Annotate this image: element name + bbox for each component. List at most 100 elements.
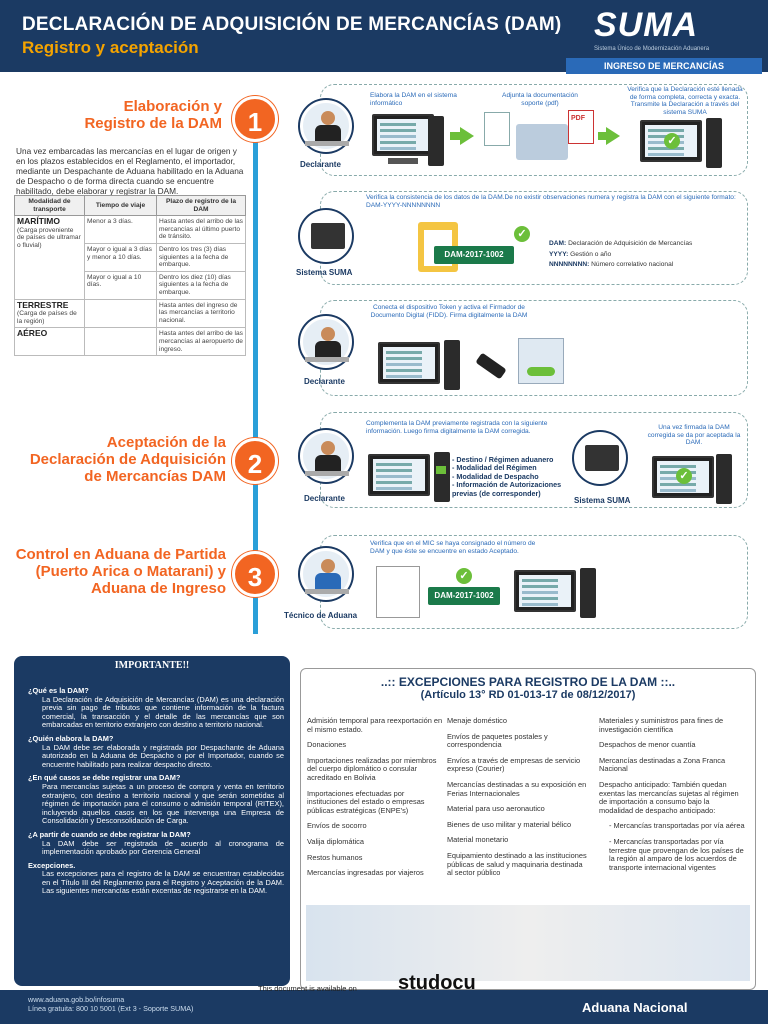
step3-number: 3 [232,551,278,597]
dam-number-tag: DAM-2017-1002 [428,587,500,605]
computer-icon [372,114,434,156]
arrow-right-icon [598,132,608,140]
faq-question: ¿En qué casos se debe registrar una DAM? [28,773,181,783]
computer-icon [640,120,702,162]
faq-question: ¿Quién elabora la DAM? [28,733,114,743]
footer-phone: Línea gratuita: 800 10 5001 (Ext 3 - Sop… [28,1004,194,1013]
mode-desc: (Carga proveniente de países de ultramar… [17,226,81,249]
table-cell [84,327,157,357]
important-box: IMPORTANTE!! ¿Qué es la DAM? La Declarac… [14,656,290,986]
legend-value: Número correlativo nacional [591,261,674,269]
table-cell: Mayor o igual a 10 días. [84,270,157,300]
mode-name: TERRESTRE [17,299,69,310]
table-header: Plazo de registro de la DAM [156,194,246,217]
list-item: - Mercancías transportadas por vía terre… [609,836,744,872]
pdf-icon: PDF [568,110,594,144]
important-title: IMPORTANTE!! [114,660,190,671]
step2-title-line: Aceptación de la [106,434,226,451]
customs-officer-avatar [300,548,352,600]
table-header: Tiempo de viaje [84,194,157,217]
server-avatar [300,210,352,262]
list-item: - Modalidad de Despacho [452,471,539,481]
suma-logo: SUMA Sistema Único de Modernización Adua… [566,4,762,74]
table-row: Mayor o igual a 3 días y menor a 10 días… [15,242,246,272]
computer-tower-icon [716,454,732,504]
faq-answer: La DAM debe ser registrada de acuerdo al… [42,838,284,857]
legend-key: NNNNNNNN: [549,261,590,269]
check-icon: ✓ [664,133,680,149]
table-header: Modalidad de transporte [14,194,85,217]
step2-title-line: Declaración de Adquisición [29,451,226,468]
exceptions-column-2: Menaje doméstico Envíos de paquetes post… [447,716,587,885]
required-info-list: - Destino / Régimen aduanero - Modalidad… [452,455,572,498]
transport-table: Modalidad de transporte Tiempo de viaje … [14,194,246,357]
legend-value: Gestión o año [570,250,612,258]
declarant-avatar [300,430,352,482]
table-cell: Dentro los tres (3) días siguientes a la… [156,242,246,272]
step1-number: 1 [232,96,278,142]
step3-title: Control en Aduana de Partida (Puerto Ari… [4,546,226,597]
declarant-avatar [300,100,352,152]
customs-officer-label: Técnico de Aduana [284,611,358,620]
check-icon: ✓ [456,568,472,584]
table-cell: Menor a 3 días. [84,215,157,244]
table-cell: Dentro los diez (10) días siguientes a l… [156,270,246,300]
list-item: Admisión temporal para reexportación en … [307,716,443,734]
timeline-line [253,104,258,634]
faq-answer: La Declaración de Adquisición de Mercanc… [42,694,284,730]
step2-title-line: de Mercancías DAM [84,468,226,485]
panel4-text: Complementa la DAM previamente registrad… [366,420,548,435]
check-icon: ✓ [514,226,530,242]
table-row: Mayor o igual a 10 días. Dentro los diez… [15,270,246,300]
exceptions-column-3: Materiales y suministros para fines de i… [599,716,745,879]
panel5-text: Verifica que en el MIC se haya consignad… [370,540,536,555]
step2-number: 2 [232,438,278,484]
step1-title: Elaboración y Registro de la DAM [40,98,222,132]
table-row: TERRESTRE(Carga de países de la región) … [14,298,246,329]
declarant-label: Declarante [300,160,341,169]
list-item: Donaciones [307,740,347,750]
computer-icon [514,570,576,612]
suma-logo-subtext: Sistema Único de Modernización Aduanera [594,46,710,52]
footer: www.aduana.gob.bo/infosuma Línea gratuit… [0,990,768,1024]
pdf-label: PDF [571,115,585,122]
arrow-right-icon [450,132,462,140]
panel4-text2: Una vez firmada la DAM corregida se da p… [647,424,741,447]
list-item: Bienes de uso militar y material bélico [447,819,572,829]
list-item: Despacho anticipado: También quedan exen… [599,779,739,815]
computer-icon [378,342,440,384]
studocu-available-text: This document is available on [258,984,357,993]
list-item: Importaciones efectuadas por institucion… [307,788,425,815]
aduana-logo: Aduana Nacional [582,1000,688,1015]
faq-answer: La DAM debe ser elaborada y registrada p… [42,742,284,769]
mode-cell: TERRESTRE(Carga de países de la región) [14,298,85,329]
computer-tower-icon [444,340,460,390]
panel1-step-text: Verifica que la Declaración esté llenada… [627,86,743,116]
table-row: MARÍTIMO(Carga proveniente de países de … [14,215,246,300]
exceptions-column-1: Admisión temporal para reexportación en … [307,716,443,885]
list-item: Material para uso aeronautico [447,804,545,814]
declarant-label: Declarante [304,494,345,503]
legend-key: YYYY: [549,250,569,258]
list-item: Mercancías ingresadas por viajeros [307,868,424,878]
dam-format-legend: DAM: Declaración de Adquisición de Merca… [549,240,745,269]
table-cell: Hasta antes del arribo de las mercancías… [156,215,246,244]
faq-list: ¿Qué es la DAM? La Declaración de Adquis… [28,682,284,896]
list-item: Equipamiento destinado a las institucion… [447,850,587,878]
computer-tower-icon [434,452,450,502]
legend-key: DAM: [549,240,567,247]
arrow-left-icon [436,466,446,474]
scanner-icon [516,124,568,160]
step1-title-line: Elaboración y [123,98,222,115]
goods-illustration [306,905,750,981]
footer-website[interactable]: www.aduana.gob.bo/infosuma [28,995,125,1004]
arrow-right-icon [606,127,620,145]
table-cell: Hasta antes del ingreso de las mercancía… [156,298,246,329]
computer-tower-icon [428,116,444,166]
mode-cell: MARÍTIMO(Carga proveniente de países de … [14,215,85,300]
header: DECLARACIÓN DE ADQUISICIÓN DE MERCANCÍAS… [0,0,768,74]
mode-name: AÉREO [17,328,48,339]
list-item: - Información de Autorizaciones previas … [452,480,562,498]
document-icon [484,112,510,146]
studocu-logo[interactable]: studocu [398,972,476,994]
